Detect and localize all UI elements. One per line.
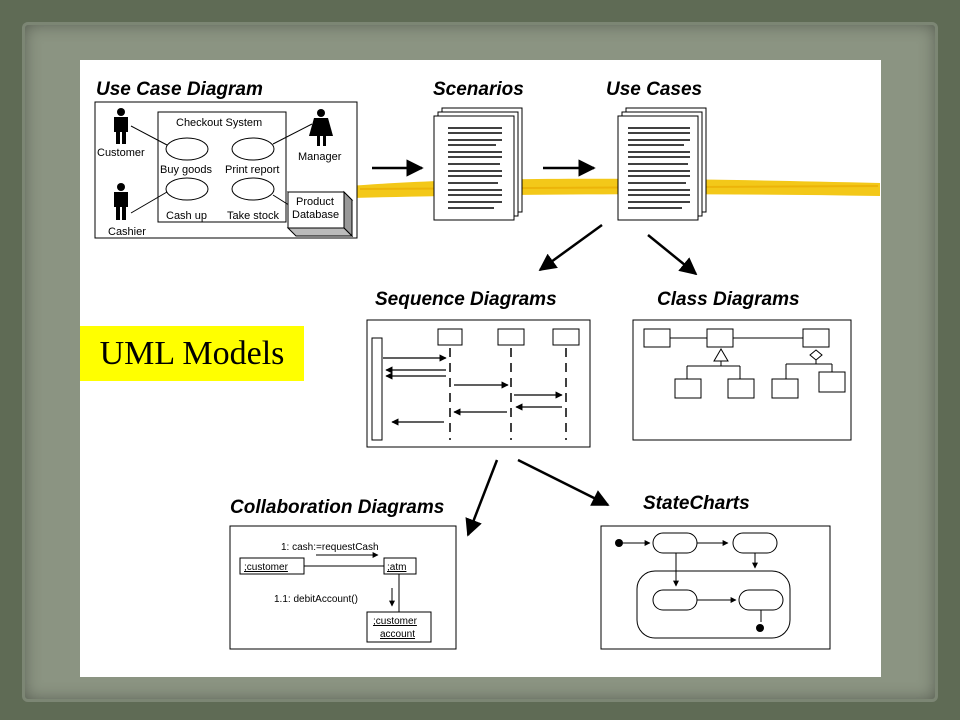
system-boundary: [157, 111, 287, 223]
actor-cashier-icon: [114, 183, 128, 220]
collab-msg2: 1.1: debitAccount(): [274, 594, 358, 605]
arrow-to-statecharts: [517, 458, 610, 507]
title-collaboration-diagrams: Collaboration Diagrams: [230, 497, 444, 518]
label-take-stock: Take stock: [227, 210, 279, 222]
arrow-to-sequence: [538, 223, 603, 272]
class-diagram: [632, 319, 852, 441]
obj-account-label-1: ;customer: [373, 616, 418, 627]
statechart-diagram: [600, 525, 831, 650]
actor-manager-icon: [309, 109, 333, 146]
title-class-diagrams: Class Diagrams: [657, 289, 800, 310]
label-print-report: Print report: [225, 164, 279, 176]
uml-models-label: UML Models: [80, 326, 304, 381]
obj-customer-label: ;customer: [244, 562, 289, 573]
obj-atm-label: ;atm: [387, 562, 406, 573]
use-case-cash-up: [165, 177, 209, 201]
title-statecharts: StateCharts: [643, 493, 750, 514]
database-label-line1: Product: [296, 196, 334, 208]
database-label-line2: Database: [292, 209, 339, 221]
use-case-take-stock: [231, 177, 275, 201]
use-case-print-report: [231, 137, 275, 161]
arrow-to-collaboration: [465, 459, 499, 537]
actor-manager-label: Manager: [298, 151, 342, 163]
actor-customer-icon: [114, 108, 128, 144]
collaboration-diagram: 1: cash:=requestCash ;customer ;atm 1.1:…: [229, 525, 457, 650]
obj-account-label-2: account: [380, 629, 415, 640]
sequence-diagram: [366, 319, 591, 448]
label-cash-up: Cash up: [166, 210, 207, 222]
title-scenarios: Scenarios: [433, 79, 524, 100]
title-use-case-diagram: Use Case Diagram: [96, 79, 263, 100]
use-case-buy-goods: [165, 137, 209, 161]
system-label: Checkout System: [176, 117, 262, 129]
actor-customer-label: Customer: [97, 147, 145, 159]
label-buy-goods: Buy goods: [160, 164, 212, 176]
title-sequence-diagrams: Sequence Diagrams: [375, 289, 557, 310]
scenarios-documents-icon: [433, 107, 523, 221]
actor-cashier-label: Cashier: [108, 226, 146, 238]
arrow-to-class: [647, 234, 698, 276]
use-cases-documents-icon: [617, 107, 707, 221]
collab-msg1: 1: cash:=requestCash: [281, 542, 379, 553]
use-case-diagram: Checkout System Buy goods Print report C…: [94, 101, 358, 239]
title-use-cases: Use Cases: [606, 79, 702, 100]
product-database-icon: [286, 190, 354, 238]
brush-stroke: [350, 178, 880, 198]
